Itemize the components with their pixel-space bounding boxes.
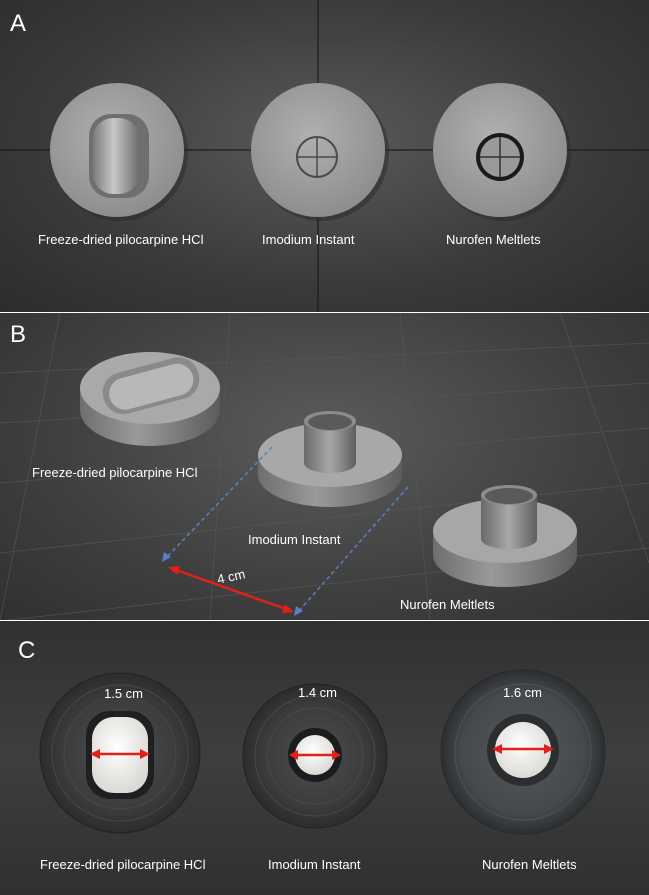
caption-imodium: Imodium Instant [262,232,355,247]
dimension-arrow [168,566,294,613]
panel-b: B Freeze-dried pilocarpine HCl Imodium I… [0,313,649,621]
model-pilocarpine-3d [80,352,220,446]
panel-c-label: C [18,637,36,664]
caption-pilocarpine-3d: Freeze-dried pilocarpine HCl [32,465,198,480]
panel-a-label: A [10,10,27,37]
panel-a-models [0,0,649,313]
model-nurofen-3d [433,485,577,587]
panel-c-photo [39,669,606,835]
caption-imodium-3d: Imodium Instant [248,532,341,547]
measure-arrow-nurofen [492,744,554,754]
panel-b-label: B [10,321,27,348]
caption-nurofen: Nurofen Meltlets [446,232,541,247]
model-pilocarpine-top [50,83,188,221]
measurement-nurofen: 1.6 cm [503,685,543,700]
caption-nurofen-photo: Nurofen Meltlets [482,857,577,872]
panel-c: C 1.5 cm 1.4 cm 1.6 cm Freeze-dried pilo… [0,621,649,895]
dimension-guides [165,446,409,613]
model-imodium-3d [258,411,402,507]
caption-imodium-photo: Imodium Instant [268,857,361,872]
guide-arrowhead-left [162,552,171,562]
measurement-pilocarpine: 1.5 cm [104,686,144,701]
measurement-imodium: 1.4 cm [298,685,338,700]
caption-pilocarpine-photo: Freeze-dried pilocarpine HCl [40,857,206,872]
guide-arrowhead-right [294,606,303,616]
model-nurofen-top [433,83,571,221]
caption-nurofen-3d: Nurofen Meltlets [400,597,495,612]
measure-arrow-imodium [289,750,341,760]
panel-a: A Freeze-dried pilocarpine HCl Imodium I… [0,0,649,313]
measure-arrow-pilocarpine [90,749,150,759]
model-imodium-top [251,83,389,221]
panel-b-models [0,313,649,621]
caption-pilocarpine: Freeze-dried pilocarpine HCl [38,232,204,247]
